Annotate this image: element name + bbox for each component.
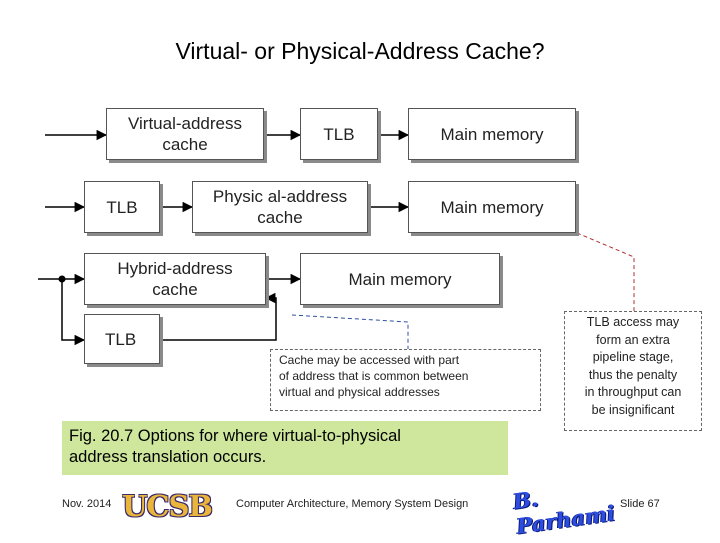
slide-title: Virtual- or Physical-Address Cache? (175, 38, 545, 64)
callout-tlb-leader (576, 232, 635, 312)
main-memory-box-row1: Main memory (408, 108, 576, 160)
footer-course: Computer Architecture, Memory System Des… (236, 498, 469, 510)
footer-slide-number: Slide 67 (620, 498, 660, 510)
callout-cache-access: Cache may be accessed with part of addre… (270, 349, 541, 411)
callout-cache-leader (291, 314, 409, 349)
figure-caption: Fig. 20.7 Options for where virtual-to-p… (62, 421, 508, 475)
footer-date: Nov. 2014 (62, 498, 112, 510)
callout-tlb-access: TLB access may form an extra pipeline st… (564, 311, 702, 431)
main-memory-box-row2: Main memory (408, 181, 576, 233)
tlb-box-row1: TLB (300, 108, 378, 160)
arrow-branch-to-tlb (61, 279, 86, 346)
virtual-address-cache-box: Virtual-address cache (106, 108, 264, 160)
tlb-box-row2: TLB (84, 181, 160, 233)
ucsb-logo: UCSB (122, 489, 213, 523)
hybrid-address-cache-box: Hybrid-address cache (84, 253, 266, 305)
arrow-tlb-to-hcache (162, 292, 277, 341)
physical-address-cache-box: Physic al-address cache (192, 181, 368, 233)
main-memory-box-row3: Main memory (300, 253, 500, 305)
tlb-box-row3: TLB (84, 314, 160, 364)
